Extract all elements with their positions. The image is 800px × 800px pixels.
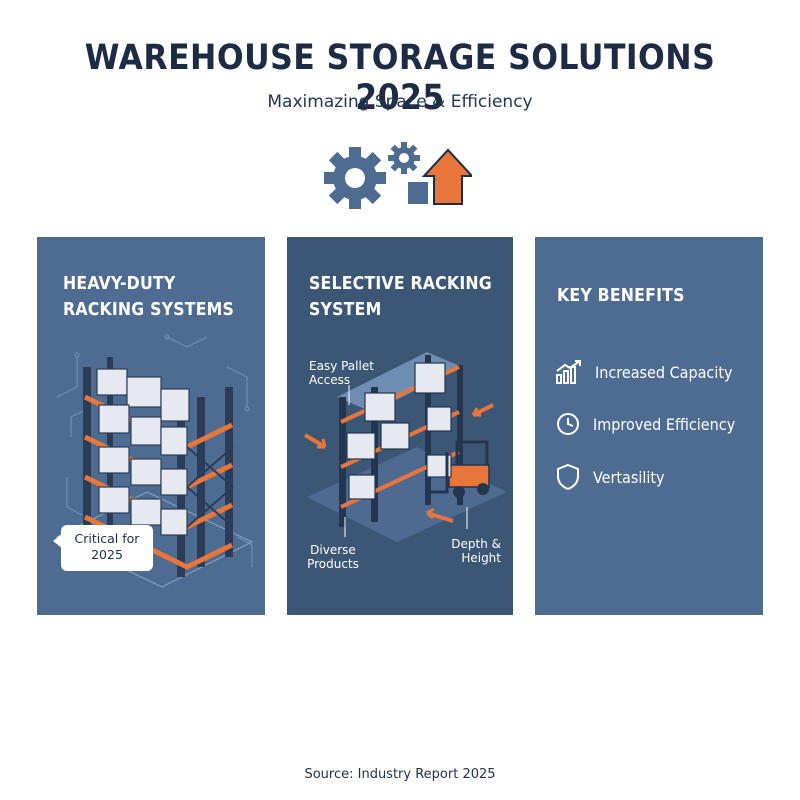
benefit-item: Vertasility [555, 462, 755, 492]
benefit-label: Improved Efficiency [593, 414, 736, 434]
shield-icon [557, 463, 579, 491]
clock-icon [557, 413, 579, 435]
label-diverse-products: Diverse Products [307, 543, 359, 571]
page-subtitle: Maximazing Space & Efficiency [267, 92, 533, 112]
arrow-icon [426, 511, 454, 523]
label-depth-height: Depth & Height [451, 537, 501, 565]
callout-critical: Critical for 2025 [53, 525, 153, 571]
benefit-item: Improved Efficiency [555, 409, 755, 439]
benefit-label: Increased Capacity [595, 362, 733, 382]
arrow-up-icon [421, 148, 472, 205]
benefit-item: Increased Capacity [555, 357, 755, 387]
bar-chart-icon [556, 360, 581, 384]
arrow-icon [303, 433, 327, 449]
gear-icon [388, 142, 420, 174]
heavy-duty-rack-illustration [55, 334, 254, 588]
panel-heavy-duty: HEAVY-DUTY RACKING SYSTEMS [37, 237, 265, 615]
page-title: WAREHOUSE STORAGE SOLUTIONS 2025 [84, 38, 716, 118]
box-icon [408, 182, 428, 204]
panel-key-benefits: KEY BENEFITS Increased Capacity Improved… [535, 237, 763, 615]
panel-title-selective: SELECTIVE RACKING SYSTEM [309, 274, 492, 320]
source-note: Source: Industry Report 2025 [304, 767, 496, 782]
label-easy-access: Easy Pallet Access [309, 359, 374, 387]
panel-title-key-benefits: KEY BENEFITS [557, 286, 685, 306]
panel-selective: SELECTIVE RACKING SYSTEM [287, 237, 513, 615]
gear-icon [324, 147, 386, 209]
selective-rack-illustration [303, 352, 507, 542]
arrow-icon [472, 403, 494, 417]
panel-title-heavy-duty: HEAVY-DUTY RACKING SYSTEMS [63, 274, 235, 320]
hero-icons [324, 142, 472, 209]
benefit-label: Vertasility [593, 467, 665, 487]
forklift-icon [425, 440, 490, 498]
